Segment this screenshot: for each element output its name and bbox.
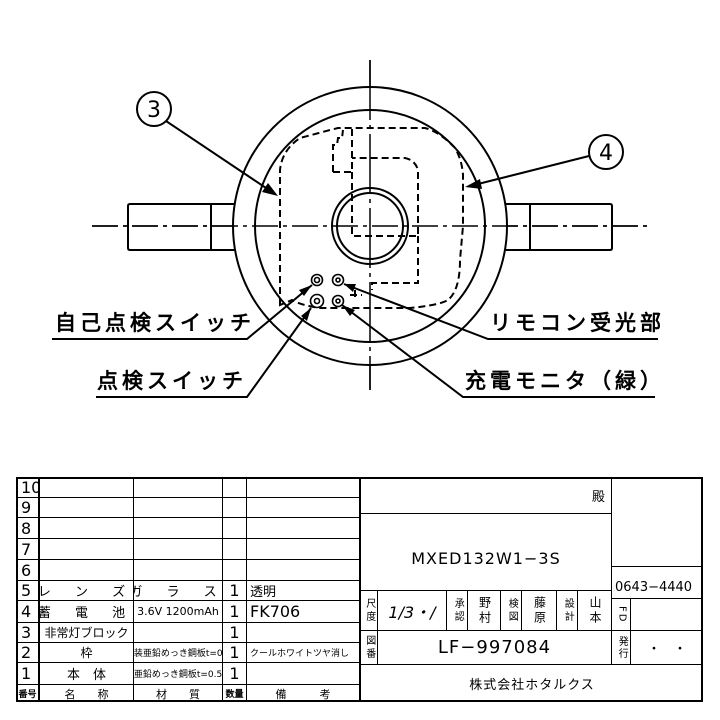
designed-name: 山本 — [588, 595, 602, 626]
header-qty: 数量 — [225, 690, 244, 700]
model-number: MXED132W1−3S — [411, 548, 561, 568]
part-qty: 1 — [229, 664, 240, 683]
header-material: 材 質 — [156, 687, 200, 701]
part-remarks: 透明 — [250, 585, 277, 600]
switch-markers — [309, 273, 345, 309]
part-qty: 1 — [229, 623, 240, 642]
part-material: 塗装亜鉛めっき鋼板t=0.6 — [134, 649, 222, 659]
approved-name: 野村 — [477, 595, 492, 626]
row-no: 4 — [21, 602, 32, 621]
leader-monitor — [341, 304, 655, 398]
right-pipe — [505, 203, 613, 251]
part-material: 3.6V 1200mAh — [137, 605, 219, 618]
drawing-number: LF−997084 — [437, 637, 552, 658]
row-no: 9 — [21, 498, 32, 517]
leader-self-check — [52, 284, 313, 340]
part-remarks: クールホワイトツヤ消し — [250, 649, 350, 659]
addressee-suffix: 殿 — [591, 490, 605, 505]
part-qty: 1 — [229, 581, 240, 600]
fixture-drawing: 3 4 — [52, 60, 658, 398]
scale-value: 1/3・/ — [388, 602, 436, 622]
drawing-no-label: 図番 — [363, 634, 375, 661]
header-remarks: 備 考 — [275, 687, 331, 701]
issue-value: ・ ・ — [647, 642, 687, 657]
label-check-switch: 点検スイッチ — [97, 369, 247, 393]
label-self-check-switch: 自己点検スイッチ — [55, 311, 255, 335]
svg-text:4: 4 — [599, 141, 613, 166]
company-name: 株式会社ホタルクス — [469, 678, 595, 693]
code-number: 0643−4440 — [615, 580, 693, 595]
part-name: レ ン ズ — [40, 585, 133, 600]
leader-remote — [343, 283, 658, 340]
scale-label: 尺度 — [363, 597, 375, 624]
row-no: 2 — [21, 643, 32, 662]
hidden-outline — [279, 127, 464, 309]
row-no: 3 — [21, 623, 32, 642]
leader-check — [96, 307, 312, 398]
callout-4: 4 — [465, 134, 624, 189]
part-material: 亜鉛めっき鋼板t=0.5 — [134, 670, 222, 680]
left-pipe — [127, 203, 236, 251]
designed-label: 設計 — [562, 597, 574, 624]
part-name: 非常灯ブロック — [44, 626, 129, 640]
part-name: 本 体 — [66, 668, 106, 683]
svg-text:3: 3 — [147, 98, 161, 123]
fd-value — [631, 599, 703, 630]
row-no: 10 — [21, 478, 38, 497]
label-charge-monitor: 充電モニタ（緑） — [465, 369, 665, 393]
part-qty: 1 — [229, 643, 240, 662]
row-no: 5 — [21, 581, 32, 600]
row-no: 7 — [21, 539, 32, 559]
center-hole-inner — [336, 192, 404, 260]
issue-label: 発行 — [616, 635, 628, 660]
fd-label: FD — [616, 605, 628, 624]
row-no: 1 — [21, 664, 32, 683]
checked-label: 検図 — [506, 597, 518, 624]
header-name: 名 称 — [64, 687, 109, 701]
row-no: 6 — [21, 560, 32, 580]
part-name: 枠 — [80, 646, 93, 660]
approved-label: 承認 — [452, 597, 464, 624]
center-hole-outer — [331, 187, 409, 265]
part-material: ガ ラ ス — [134, 585, 222, 600]
part-remarks: FK706 — [250, 602, 301, 621]
header-no: 番号 — [18, 690, 37, 700]
callout-3: 3 — [136, 91, 278, 196]
part-qty: 1 — [229, 602, 240, 621]
row-no: 8 — [21, 518, 32, 538]
checked-name: 藤原 — [532, 595, 547, 626]
label-remote-receiver: リモコン受光部 — [490, 311, 665, 335]
part-name: 蓄 電 池 — [40, 606, 133, 621]
